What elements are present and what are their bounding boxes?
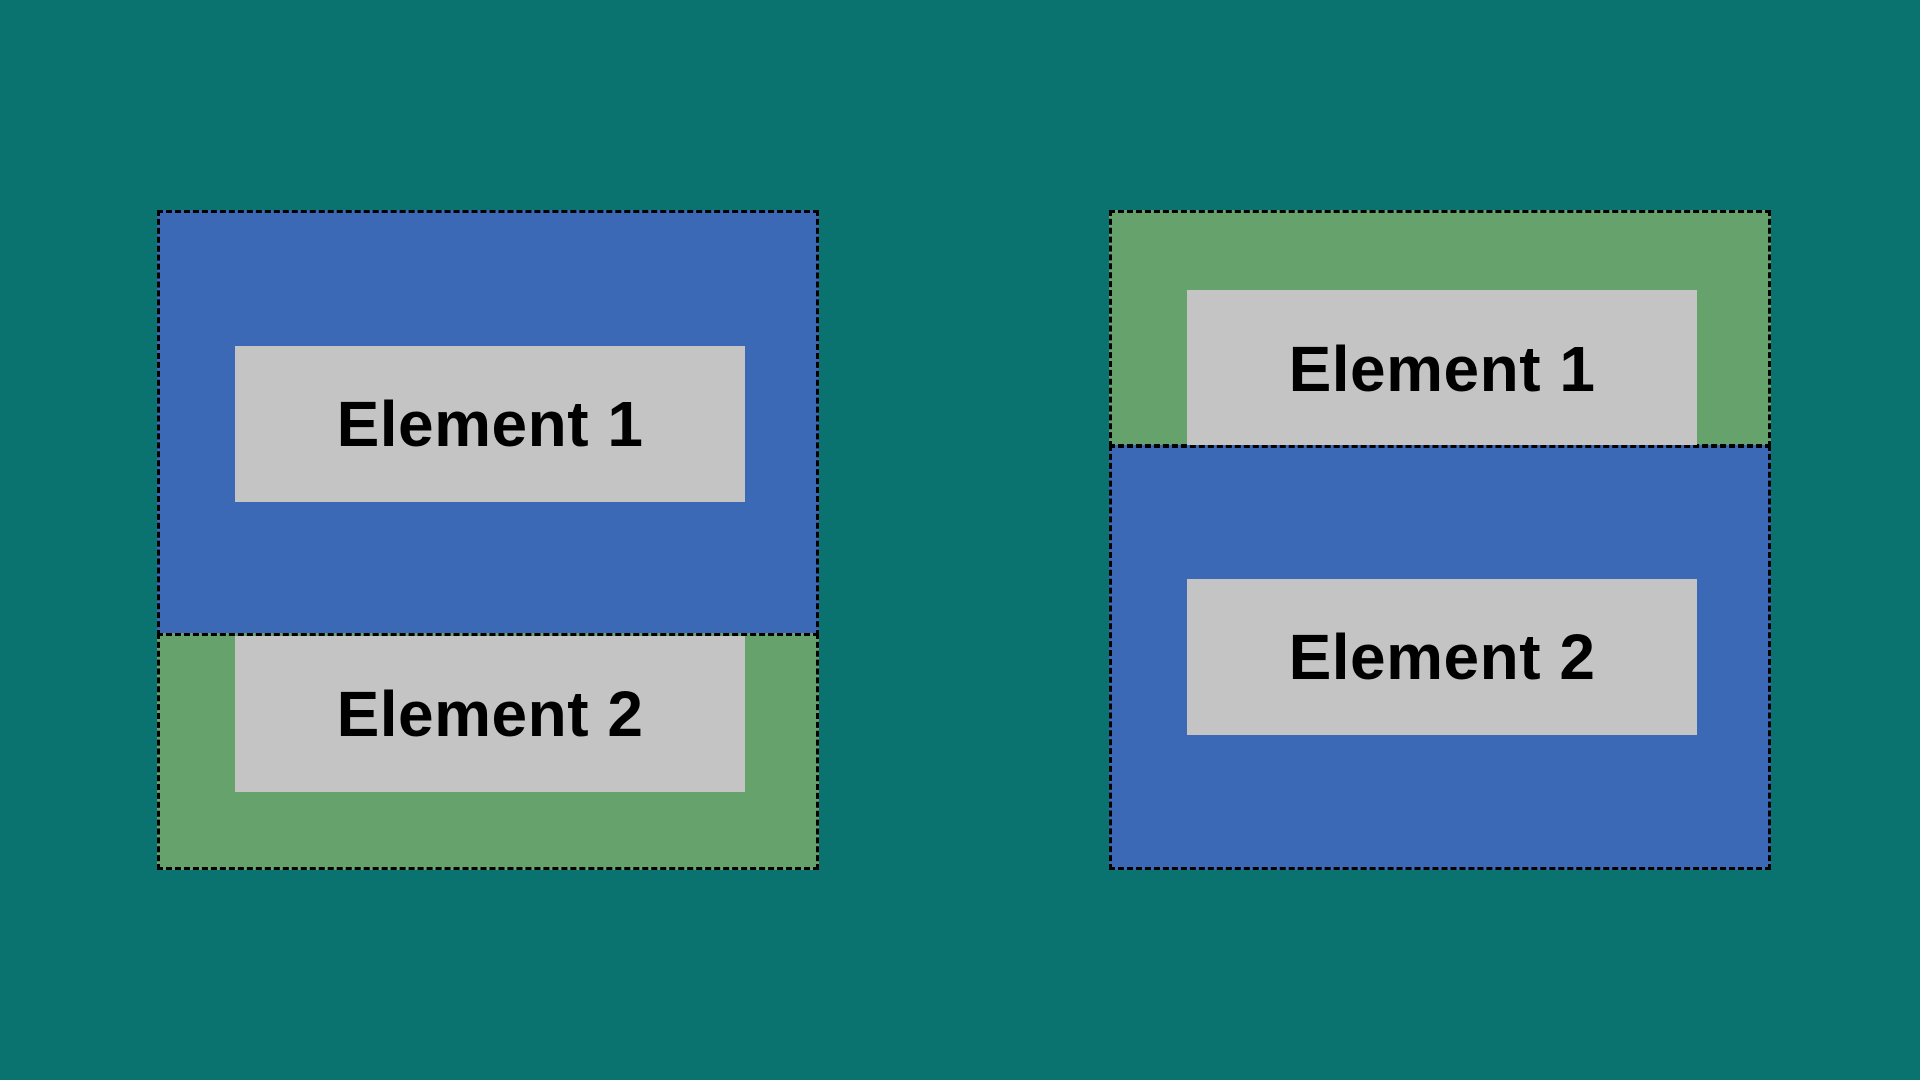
right-bottom-panel: Element 2 xyxy=(1109,445,1771,870)
left-element-2-label: Element 2 xyxy=(336,678,644,750)
left-top-panel: Element 1 xyxy=(157,210,819,636)
right-element-1-label: Element 1 xyxy=(1288,332,1596,405)
left-element-2-box: Element 2 xyxy=(235,636,745,792)
left-element-1-box: Element 1 xyxy=(235,346,745,502)
right-element-1-box: Element 1 xyxy=(1187,290,1697,447)
right-top-panel: Element 1 xyxy=(1109,210,1771,447)
right-element-2-box: Element 2 xyxy=(1187,579,1697,735)
left-element-1-label: Element 1 xyxy=(336,388,644,460)
right-element-2-label: Element 2 xyxy=(1288,621,1596,693)
left-bottom-panel: Element 2 xyxy=(157,633,819,870)
